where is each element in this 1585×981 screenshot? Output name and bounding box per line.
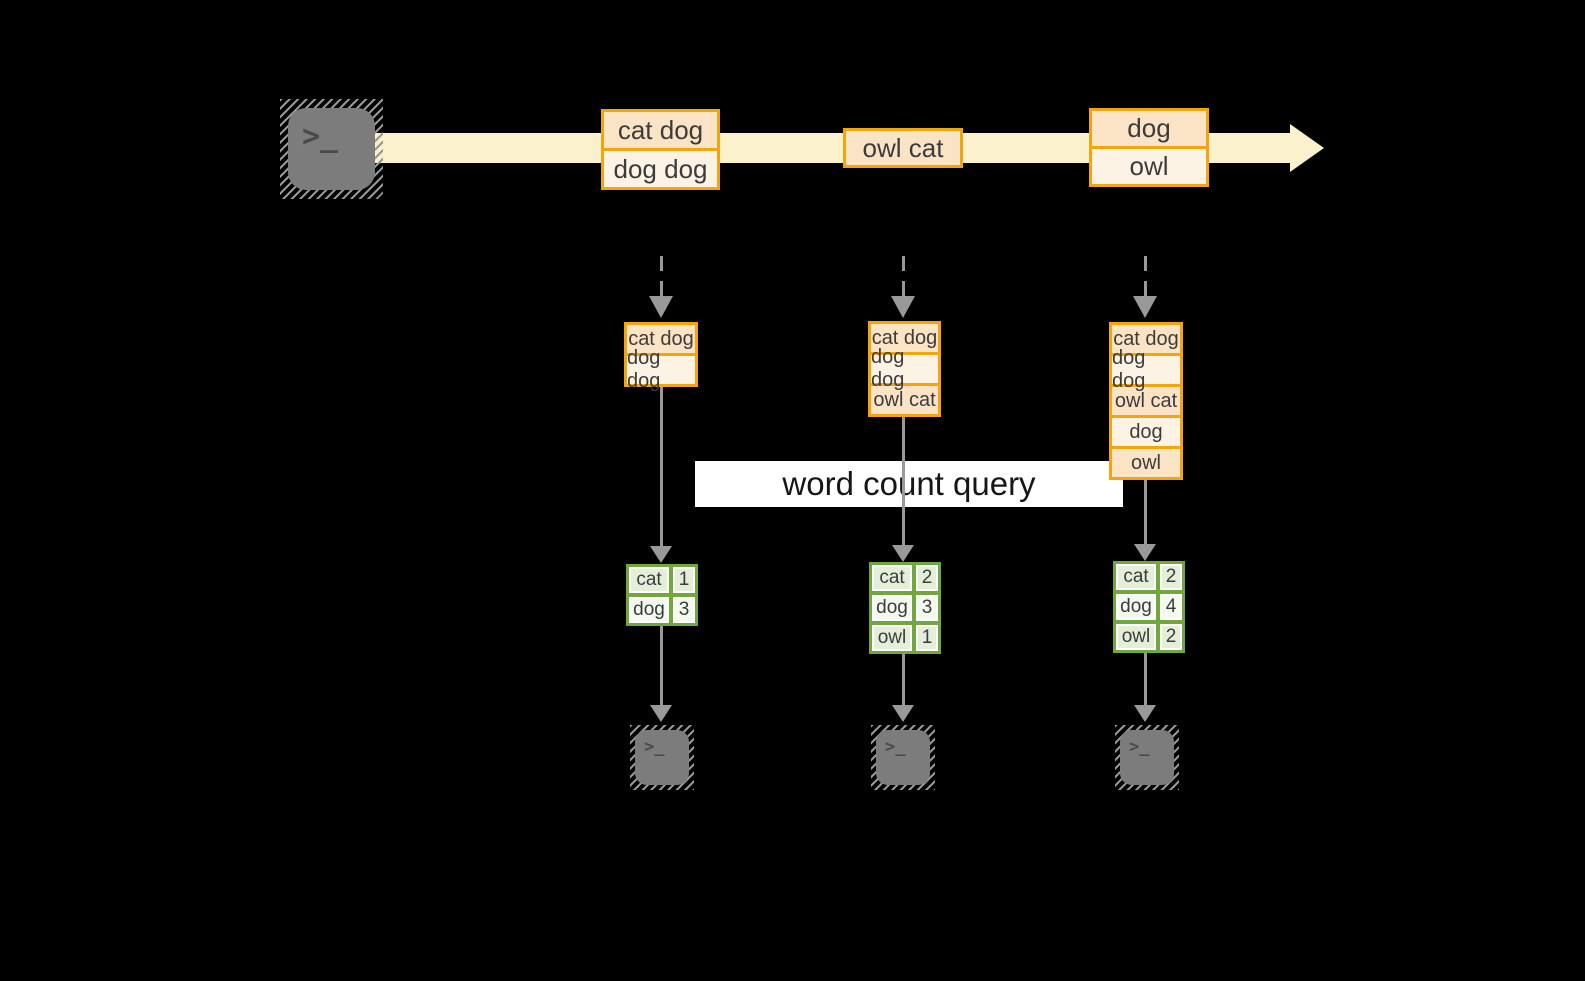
count-word: owl — [1118, 626, 1154, 648]
buffer-line: owl — [1112, 446, 1180, 477]
event-line: cat dog — [604, 112, 717, 148]
buffer-line: owl cat — [1112, 384, 1180, 415]
count-table-1: cat 2 dog 3 owl 1 — [869, 562, 941, 654]
sink-terminal-icon: >_ — [1115, 725, 1179, 790]
stream-event-2: dog owl — [1089, 108, 1209, 187]
dashed-arrow-head-icon — [649, 296, 673, 318]
count-word: cat — [631, 569, 667, 591]
stream-event-0: cat dog dog dog — [601, 109, 720, 190]
count-word: dog — [631, 599, 667, 621]
buffer-line: dog dog — [627, 347, 695, 392]
buffer-line: cat dog — [871, 324, 938, 352]
dashed-arrow-line — [902, 256, 905, 298]
output-arrow-head-icon — [892, 705, 914, 722]
buffer-stack-1: cat dog dog dog owl cat — [868, 321, 941, 417]
count-value: 1 — [918, 627, 936, 649]
buffer-stack-0: cat dog dog dog — [624, 322, 698, 392]
stream-event-1: owl cat — [843, 128, 963, 168]
process-arrow-line — [660, 387, 663, 549]
stream-arrowhead-icon — [1290, 124, 1324, 172]
output-arrow-line — [660, 626, 663, 707]
terminal-prompt-glyph: >_ — [1129, 737, 1150, 757]
terminal-prompt-glyph: >_ — [302, 119, 339, 154]
buffer-line: dog — [1112, 415, 1180, 446]
output-arrow-head-icon — [1134, 705, 1156, 722]
buffer-line: cat dog — [1112, 325, 1180, 353]
count-table-2: cat 2 dog 4 owl 2 — [1113, 561, 1185, 653]
terminal-screen: >_ — [635, 730, 689, 785]
event-line: owl — [1092, 146, 1206, 184]
buffer-line: dog dog — [871, 346, 938, 391]
dashed-arrow-line — [1144, 256, 1147, 298]
event-line: dog — [1092, 111, 1206, 146]
output-arrow-head-icon — [650, 705, 672, 722]
count-word: owl — [874, 627, 910, 649]
terminal-screen: >_ — [1120, 730, 1174, 785]
count-word: cat — [874, 567, 910, 589]
count-value: 3 — [675, 599, 693, 621]
terminal-prompt-glyph: >_ — [885, 737, 906, 757]
buffer-line: owl cat — [871, 383, 938, 414]
process-arrow-line — [1144, 479, 1147, 547]
count-word: cat — [1118, 566, 1154, 588]
terminal-screen: >_ — [876, 730, 930, 785]
query-label-band: word count query — [695, 461, 1123, 507]
count-value: 2 — [1162, 566, 1180, 588]
event-line: dog dog — [604, 148, 717, 187]
count-value: 1 — [675, 569, 693, 591]
dashed-arrow-head-icon — [1133, 296, 1157, 318]
sink-terminal-icon: >_ — [871, 725, 935, 790]
buffer-stack-2: cat dog dog dog owl cat dog owl — [1109, 322, 1183, 480]
sink-terminal-icon: >_ — [630, 725, 694, 790]
count-word: dog — [1118, 596, 1154, 618]
count-table-0: cat 1 dog 3 — [626, 564, 698, 626]
output-arrow-line — [1144, 653, 1147, 707]
count-word: dog — [874, 597, 910, 619]
count-value: 3 — [918, 597, 936, 619]
process-arrow-head-icon — [892, 545, 914, 562]
count-value: 4 — [1162, 596, 1180, 618]
source-terminal-icon: >_ — [280, 99, 383, 199]
query-label: word count query — [782, 465, 1036, 502]
terminal-screen: >_ — [288, 108, 375, 190]
buffer-line: dog dog — [1112, 347, 1180, 392]
count-value: 2 — [918, 567, 936, 589]
process-arrow-head-icon — [1134, 544, 1156, 561]
count-value: 2 — [1162, 626, 1180, 648]
dashed-arrow-line — [660, 256, 663, 298]
process-arrow-head-icon — [650, 546, 672, 563]
terminal-prompt-glyph: >_ — [644, 737, 665, 757]
output-arrow-line — [902, 654, 905, 707]
process-arrow-line — [902, 417, 905, 548]
event-line: owl cat — [846, 131, 960, 165]
dashed-arrow-head-icon — [891, 296, 915, 318]
buffer-line: cat dog — [627, 325, 695, 353]
